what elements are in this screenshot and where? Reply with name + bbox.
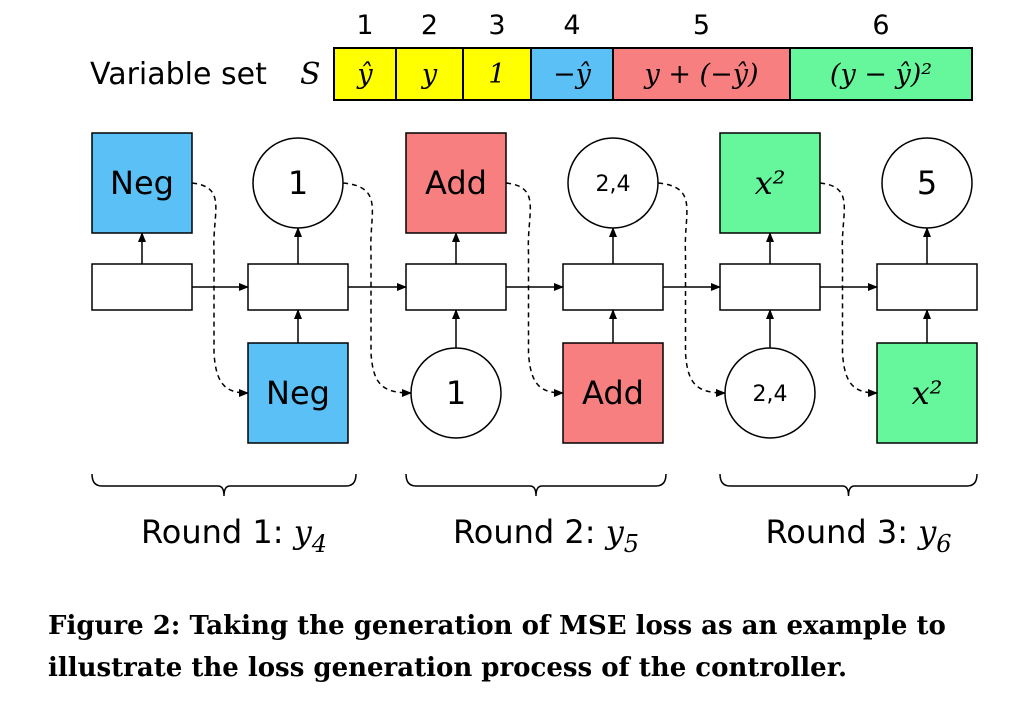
round-text: Round 1:	[141, 513, 294, 551]
round-var: y	[916, 513, 937, 551]
round-text: Round 3:	[765, 513, 918, 551]
rnn-cell-2	[247, 263, 349, 311]
feedback-arrow	[191, 182, 249, 397]
round-var: y	[604, 513, 625, 551]
node-label: 1	[446, 374, 466, 412]
round-label-1: Round 1: y4	[141, 513, 327, 558]
output-node-6: 5	[881, 137, 973, 229]
node-label: 2,4	[596, 172, 631, 197]
rnn-cell-6	[876, 263, 978, 311]
node-label: Neg	[110, 164, 174, 202]
rnn-cell-3	[405, 263, 507, 311]
variable-cell-3	[462, 47, 532, 101]
variable-set-label: Variable set	[90, 57, 267, 92]
variable-cell-index: 2	[421, 10, 438, 41]
round-var: y	[292, 513, 313, 551]
round-subscript: 4	[311, 530, 327, 558]
variable-cell-expr: ŷ	[356, 59, 373, 90]
output-node-4: 2,4	[567, 137, 659, 229]
round-brace-3	[719, 473, 978, 497]
feedback-arrow	[657, 182, 726, 397]
variable-cell-index: 6	[872, 10, 889, 41]
output-node-3: Add	[405, 132, 507, 234]
variable-cell-index: 3	[488, 10, 505, 41]
node-label: x²	[755, 164, 786, 202]
node-label: 2,4	[753, 382, 788, 407]
input-node-6: x²	[876, 342, 978, 444]
round-brace-2	[405, 473, 667, 497]
variable-cell-index: 1	[356, 10, 373, 41]
variable-set-symbol: S	[300, 57, 321, 92]
feedback-arrow	[505, 182, 564, 397]
variable-cell-2	[395, 47, 464, 101]
node-label: Add	[425, 164, 487, 202]
output-node-5: x²	[719, 132, 821, 234]
round-label-3: Round 3: y6	[765, 513, 951, 558]
node-label: 1	[288, 164, 308, 202]
output-node-2: 1	[252, 137, 344, 229]
variable-cell-6	[789, 47, 973, 101]
output-node-1: Neg	[91, 132, 193, 234]
rnn-cell-1	[91, 263, 193, 311]
variable-cell-expr: y	[421, 59, 438, 90]
variable-cell-expr: y + (−ŷ)	[644, 59, 759, 90]
node-label: Add	[582, 374, 644, 412]
svg-text:Round 2: y5: Round 2: y5	[453, 513, 639, 558]
variable-cell-5	[612, 47, 791, 101]
node-label: Neg	[266, 374, 330, 412]
figure-caption: Figure 2: Taking the generation of MSE l…	[48, 611, 946, 683]
input-node-5: 2,4	[724, 347, 816, 439]
variable-cell-1	[333, 47, 397, 101]
variable-cell-expr: 1	[488, 59, 505, 90]
round-text: Round 2:	[453, 513, 606, 551]
variable-cell-index: 5	[693, 10, 710, 41]
svg-text:Round 3: y6: Round 3: y6	[765, 513, 951, 558]
variable-cell-expr: −ŷ	[553, 59, 592, 90]
round-subscript: 5	[624, 530, 639, 558]
round-label-2: Round 2: y5	[453, 513, 639, 558]
input-node-3: 1	[410, 347, 502, 439]
variable-set-cells: ŷ 1 y 2 1 3 −ŷ 4 y + (−ŷ) 5 (y − ŷ)² 6	[333, 10, 973, 101]
input-node-4: Add	[562, 342, 664, 444]
feedback-arrow	[819, 182, 878, 397]
node-label: x²	[912, 374, 943, 412]
node-label: 5	[917, 164, 937, 202]
svg-text:Round 1: y4: Round 1: y4	[141, 513, 327, 558]
round-subscript: 6	[936, 530, 951, 558]
rnn-cell-4	[562, 263, 664, 311]
rnn-cell-5	[719, 263, 821, 311]
round-brace-1	[91, 473, 357, 497]
variable-cell-index: 4	[563, 10, 580, 41]
variable-cell-expr: (y − ŷ)²	[830, 59, 932, 90]
feedback-arrow	[342, 182, 412, 397]
input-node-2: Neg	[247, 342, 349, 444]
